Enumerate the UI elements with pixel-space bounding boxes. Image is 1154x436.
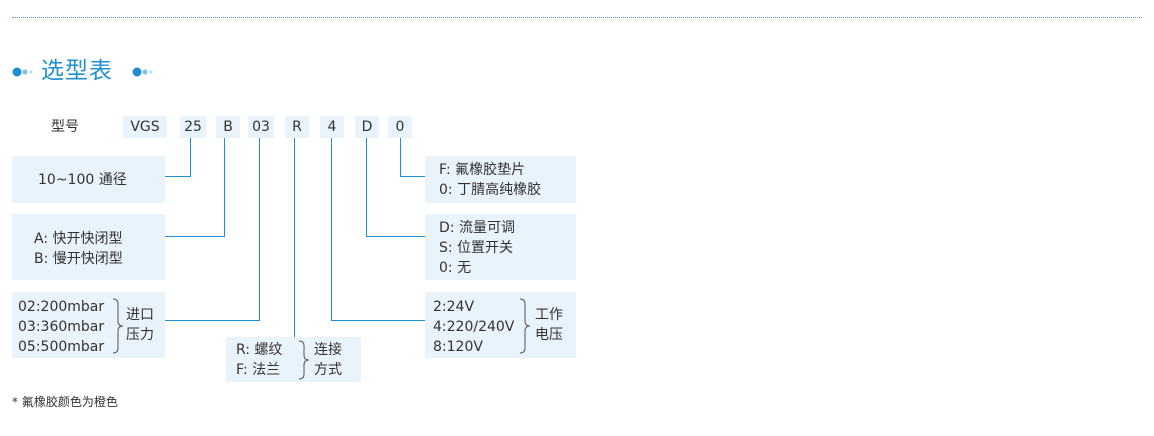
code-voltage: 4 <box>320 116 344 138</box>
connection-brace-icon <box>298 340 310 380</box>
option-action-a: A: 快开快闭型 <box>34 231 123 247</box>
option-voltage-box: 2:24V 4:220/240V 8:120V 工作 电压 <box>425 292 576 358</box>
voltage-2: 2:24V <box>433 299 475 315</box>
option-gasket-box: F: 氟橡胶垫片 0: 丁腈高纯橡胶 <box>425 156 576 203</box>
code-connection: R <box>285 116 309 138</box>
adjust-d: D: 流量可调 <box>439 220 515 236</box>
left-dots-decoration-icon <box>12 67 33 77</box>
option-diameter-box: 10~100 通径 <box>12 156 165 203</box>
code-pressure: 03 <box>248 116 274 138</box>
code-series: VGS <box>123 116 167 138</box>
voltage-8: 8:120V <box>433 339 483 355</box>
pressure-group-label-1: 进口 <box>126 307 154 323</box>
voltage-group-label-1: 工作 <box>535 307 563 323</box>
footnote: * 氟橡胶颜色为橙色 <box>12 395 118 409</box>
pressure-05: 05:500mbar <box>18 339 105 355</box>
gasket-f: F: 氟橡胶垫片 <box>439 162 526 178</box>
code-adjust: D <box>355 116 379 138</box>
pressure-02: 02:200mbar <box>18 299 105 315</box>
option-diameter-text: 10~100 通径 <box>38 172 127 188</box>
connection-f: F: 法兰 <box>236 362 281 378</box>
code-action: B <box>216 116 240 138</box>
connection-r: R: 螺纹 <box>236 342 283 358</box>
top-dotted-divider <box>12 17 1142 18</box>
voltage-brace-icon <box>519 298 531 354</box>
option-action-box: A: 快开快闭型 B: 慢开快闭型 <box>12 214 165 280</box>
gasket-0: 0: 丁腈高纯橡胶 <box>439 182 542 198</box>
option-adjust-box: D: 流量可调 S: 位置开关 0: 无 <box>425 214 576 280</box>
option-action-b: B: 慢开快闭型 <box>34 251 123 267</box>
voltage-group-label-2: 电压 <box>535 327 563 343</box>
connector-adjust <box>366 138 425 237</box>
right-dots-decoration-icon <box>132 67 153 77</box>
option-connection-box: R: 螺纹 F: 法兰 连接 方式 <box>226 337 361 382</box>
code-diameter: 25 <box>180 116 206 138</box>
adjust-s: S: 位置开关 <box>439 240 514 256</box>
option-inlet-pressure-box: 02:200mbar 03:360mbar 05:500mbar 进口 压力 <box>12 292 165 358</box>
connection-group-label-2: 方式 <box>314 362 342 378</box>
adjust-0: 0: 无 <box>439 260 472 276</box>
pressure-03: 03:360mbar <box>18 319 105 335</box>
voltage-4: 4:220/240V <box>433 319 515 335</box>
section-title: 选型表 <box>41 58 113 84</box>
connector-diameter <box>165 138 191 177</box>
connector-voltage <box>331 138 425 321</box>
connection-group-label-1: 连接 <box>314 342 342 358</box>
connector-gasket <box>400 138 425 177</box>
connector-pressure <box>165 138 260 321</box>
pressure-group-label-2: 压力 <box>126 327 154 343</box>
model-label: 型号 <box>51 119 79 135</box>
pressure-brace-icon <box>112 298 124 354</box>
code-gasket: 0 <box>388 116 412 138</box>
connector-action <box>165 138 225 237</box>
